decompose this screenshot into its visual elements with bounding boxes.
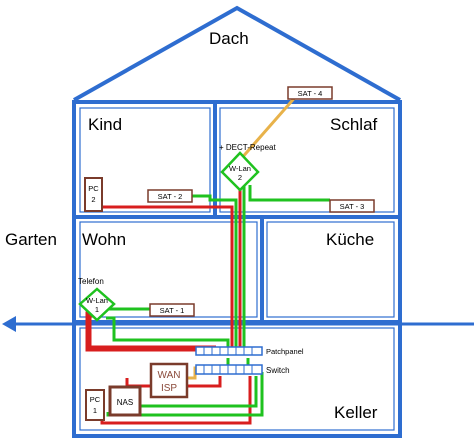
telefon-label: Telefon bbox=[78, 277, 104, 286]
sat4-label: SAT - 4 bbox=[298, 89, 323, 98]
house-walls bbox=[72, 100, 402, 438]
sat-1-box: SAT - 1 bbox=[149, 303, 195, 317]
pc-1-box: PC 1 bbox=[85, 389, 105, 421]
wlan2-label: W-Lan bbox=[229, 164, 251, 173]
room-label-living: Wohn bbox=[82, 230, 126, 249]
wlan2-number: 2 bbox=[238, 173, 242, 182]
wlan-1-access-point: W-Lan 1 bbox=[78, 287, 116, 322]
wlan1-number: 1 bbox=[95, 305, 99, 314]
cable-green-sat2 bbox=[192, 194, 238, 352]
house-outline bbox=[72, 5, 402, 438]
wlan1-label: W-Lan bbox=[86, 296, 108, 305]
pc2-number: 2 bbox=[91, 195, 95, 204]
nas-box: NAS bbox=[108, 385, 142, 417]
bedroom-inner bbox=[219, 107, 395, 213]
cable-green-wlan1 bbox=[106, 316, 230, 352]
label-garden: Garten bbox=[5, 230, 57, 249]
switch-label: Switch bbox=[266, 366, 290, 375]
pc2-label: PC bbox=[88, 184, 99, 193]
cable-red-pc2 bbox=[100, 205, 234, 352]
room-label-kid: Kind bbox=[88, 115, 122, 134]
sat3-label: SAT - 3 bbox=[340, 202, 365, 211]
arrow-left-icon bbox=[2, 316, 16, 332]
room-label-bedroom: Schlaf bbox=[330, 115, 378, 134]
sat1-label: SAT - 1 bbox=[160, 306, 185, 315]
dect-repeat-label: + DECT-Repeat bbox=[219, 143, 276, 152]
cable-green-pc1 bbox=[106, 372, 264, 417]
kid-room-inner bbox=[79, 107, 211, 213]
nas-label: NAS bbox=[117, 398, 133, 407]
sat-4-box: SAT - 4 bbox=[287, 86, 333, 100]
living-room-inner bbox=[79, 221, 258, 318]
room-label-cellar: Keller bbox=[334, 403, 378, 422]
room-label-roof: Dach bbox=[209, 29, 249, 48]
isp-label: ISP bbox=[161, 383, 177, 394]
sat-3-box: SAT - 3 bbox=[329, 199, 375, 213]
cable-green-sat3 bbox=[248, 185, 330, 202]
cables-green bbox=[106, 185, 330, 417]
sat2-label: SAT - 2 bbox=[158, 192, 183, 201]
room-label-kitchen: Küche bbox=[326, 230, 374, 249]
wlan-2-access-point: W-Lan 2 bbox=[220, 151, 260, 192]
roof-outline bbox=[73, 5, 401, 102]
switch bbox=[195, 364, 263, 375]
cable-orange-sat4 bbox=[238, 93, 300, 161]
patchpanel bbox=[195, 346, 263, 356]
patchpanel-label: Patchpanel bbox=[266, 347, 304, 356]
pc-2-box: PC 2 bbox=[84, 177, 103, 212]
wan-isp-box: WAN ISP bbox=[149, 362, 189, 399]
kitchen-inner bbox=[266, 221, 395, 318]
pc1-number: 1 bbox=[93, 406, 97, 415]
pc1-label: PC bbox=[90, 395, 101, 404]
sat-2-box: SAT - 2 bbox=[147, 189, 193, 203]
wan-label: WAN bbox=[158, 370, 181, 381]
